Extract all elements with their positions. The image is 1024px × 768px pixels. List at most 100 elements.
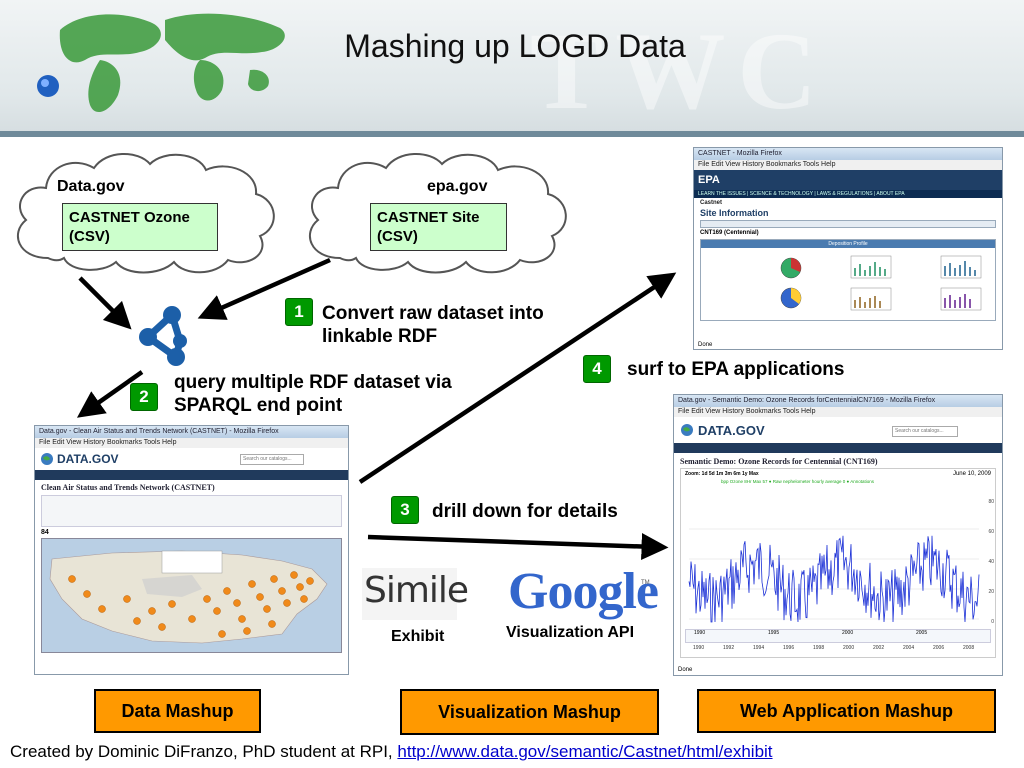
step-2-badge: 2 <box>130 383 158 411</box>
x-tick: 2000 <box>843 645 855 651</box>
epa-window-title: CASTNET - Mozilla Firefox <box>694 148 1002 160</box>
castnet-site-box: CASTNET Site (CSV) <box>370 203 507 251</box>
web-application-mashup-box: Web Application Mashup <box>697 689 996 733</box>
chart-x-axis: 1990 1992 1994 1996 1998 2000 2002 2004 … <box>685 645 991 655</box>
arrow-rdf-to-mashup <box>76 370 144 418</box>
footer-credit: Created by Dominic DiFranzo, PhD student… <box>10 742 773 762</box>
ozone-chart: Zoom: 1d 5d 1m 3m 6m 1y Max June 10, 200… <box>680 468 996 658</box>
exhibit-link[interactable]: http://www.data.gov/semantic/Castnet/htm… <box>397 742 773 761</box>
datagov-globe-icon <box>41 453 53 465</box>
web-application-mashup-label: Web Application Mashup <box>739 701 953 721</box>
semantic-demo-screenshot: Data.gov - Semantic Demo: Ozone Records … <box>673 394 1003 676</box>
ozone-series-line <box>688 535 980 623</box>
epa-heading: Site Information <box>700 208 769 218</box>
x-tick: 1998 <box>813 645 825 651</box>
google-logo: Google <box>508 562 659 621</box>
epa-panel-title: Deposition Profile <box>701 240 995 248</box>
datagov-menu: File Edit View History Bookmarks Tools H… <box>35 438 348 448</box>
header-divider <box>0 131 1024 137</box>
y-tick-40: 40 <box>988 559 994 565</box>
y-tick-0: 0 <box>991 619 994 625</box>
epa-status: Done <box>698 342 713 348</box>
data-mashup-label: Data Mashup <box>121 701 234 721</box>
semantic-navbar <box>674 443 1002 453</box>
arrow-epa-to-rdf <box>197 257 331 320</box>
chart-legend: bpp Ozone 8Hr Max 57 ● Raw nephelometer … <box>721 479 875 484</box>
visualization-api-caption: Visualization API <box>506 624 635 641</box>
datagov-brand: DATA.GOV <box>57 452 119 466</box>
datagov-count: 84 <box>41 529 49 536</box>
semantic-brand: DATA.GOV <box>698 423 765 438</box>
datagov-navbar <box>35 470 348 480</box>
datagov-map[interactable] <box>41 538 342 653</box>
epagov-label: epa.gov <box>427 178 488 195</box>
overview-tick: 1995 <box>768 630 780 636</box>
overview-tick: 2005 <box>916 630 928 636</box>
world-map-logo <box>37 13 285 113</box>
epa-deposition-panel: Deposition Profile <box>700 239 996 321</box>
step-3-text: drill down for details <box>432 501 618 522</box>
step-1-badge: 1 <box>285 298 313 326</box>
overview-tick: 2000 <box>842 630 854 636</box>
google-logo-text: Google <box>508 563 659 620</box>
slide-title: Mashing up LOGD Data <box>344 28 686 64</box>
datagov-window-title: Data.gov - Clean Air Status and Trends N… <box>35 426 348 438</box>
epa-menu: File Edit View History Bookmarks Tools H… <box>694 160 1002 170</box>
datagov-search-input[interactable]: Search our catalogs... <box>240 454 304 465</box>
step-3-badge: 3 <box>391 496 419 524</box>
chart-date: June 10, 2009 <box>952 471 991 477</box>
x-tick: 2004 <box>903 645 915 651</box>
us-map-with-markers <box>49 550 328 644</box>
x-tick: 2006 <box>933 645 945 651</box>
simile-logo: Simile <box>362 568 469 620</box>
simile-logo-text: Simile <box>364 570 469 611</box>
semantic-header: DATA.GOV Search our catalogs... <box>674 417 1002 443</box>
epa-tab-strip <box>700 220 996 228</box>
epa-site: CNT169 (Centennial) <box>700 230 759 236</box>
datagov-facets <box>41 495 342 527</box>
epa-nav: LEARN THE ISSUES | SCIENCE & TECHNOLOGY … <box>694 190 1002 198</box>
x-tick: 2008 <box>963 645 975 651</box>
epa-mini-charts <box>780 255 982 311</box>
y-tick-80: 80 <box>988 499 994 505</box>
datagov-header: DATA.GOV Search our catalogs... <box>35 448 348 470</box>
x-tick: 1996 <box>783 645 795 651</box>
x-tick: 1994 <box>753 645 765 651</box>
chart-overview[interactable]: 1990 1995 2000 2005 <box>685 629 991 643</box>
overview-tick: 1990 <box>694 630 706 636</box>
datagov-exhibit-screenshot: Data.gov - Clean Air Status and Trends N… <box>34 425 349 675</box>
visualization-mashup-box: Visualization Mashup <box>400 689 659 735</box>
datagov-heading: Clean Air Status and Trends Network (CAS… <box>41 483 215 492</box>
castnet-ozone-box: CASTNET Ozone (CSV) <box>62 203 218 251</box>
x-tick: 1992 <box>723 645 735 651</box>
rdf-icon <box>139 306 187 366</box>
google-tm: TM <box>641 580 650 586</box>
semantic-menu: File Edit View History Bookmarks Tools H… <box>674 407 1002 417</box>
data-mashup-box: Data Mashup <box>94 689 261 733</box>
step-4-text: surf to EPA applications <box>627 359 845 380</box>
exhibit-caption: Exhibit <box>391 628 445 645</box>
arrow-to-details <box>367 533 669 561</box>
epa-section: Castnet <box>700 200 723 206</box>
x-tick: 2002 <box>873 645 885 651</box>
semantic-status: Done <box>678 667 693 673</box>
semantic-globe-icon <box>681 424 693 436</box>
arrow-datagov-to-rdf <box>78 276 132 330</box>
visualization-mashup-label: Visualization Mashup <box>438 702 621 722</box>
arrow-to-epa-app <box>358 272 677 484</box>
twc-watermark: TWC <box>530 10 829 132</box>
datagov-label: Data.gov <box>57 178 125 195</box>
x-tick: 1990 <box>693 645 705 651</box>
step-4-badge: 4 <box>583 355 611 383</box>
footer-prefix: Created by Dominic DiFranzo, PhD student… <box>10 742 393 761</box>
step-2-text: query multiple RDF dataset via SPARQL en… <box>174 372 452 416</box>
y-tick-20: 20 <box>988 589 994 595</box>
ozone-timeseries <box>688 528 980 623</box>
step-1-text: Convert raw dataset into linkable RDF <box>322 303 544 347</box>
y-tick-60: 60 <box>988 529 994 535</box>
chart-zoom-links[interactable]: Zoom: 1d 5d 1m 3m 6m 1y Max <box>685 471 759 477</box>
epa-screenshot: CASTNET - Mozilla Firefox File Edit View… <box>693 147 1003 350</box>
semantic-search-input[interactable]: Search our catalogs... <box>892 426 958 437</box>
semantic-heading: Semantic Demo: Ozone Records for Centenn… <box>680 457 878 466</box>
